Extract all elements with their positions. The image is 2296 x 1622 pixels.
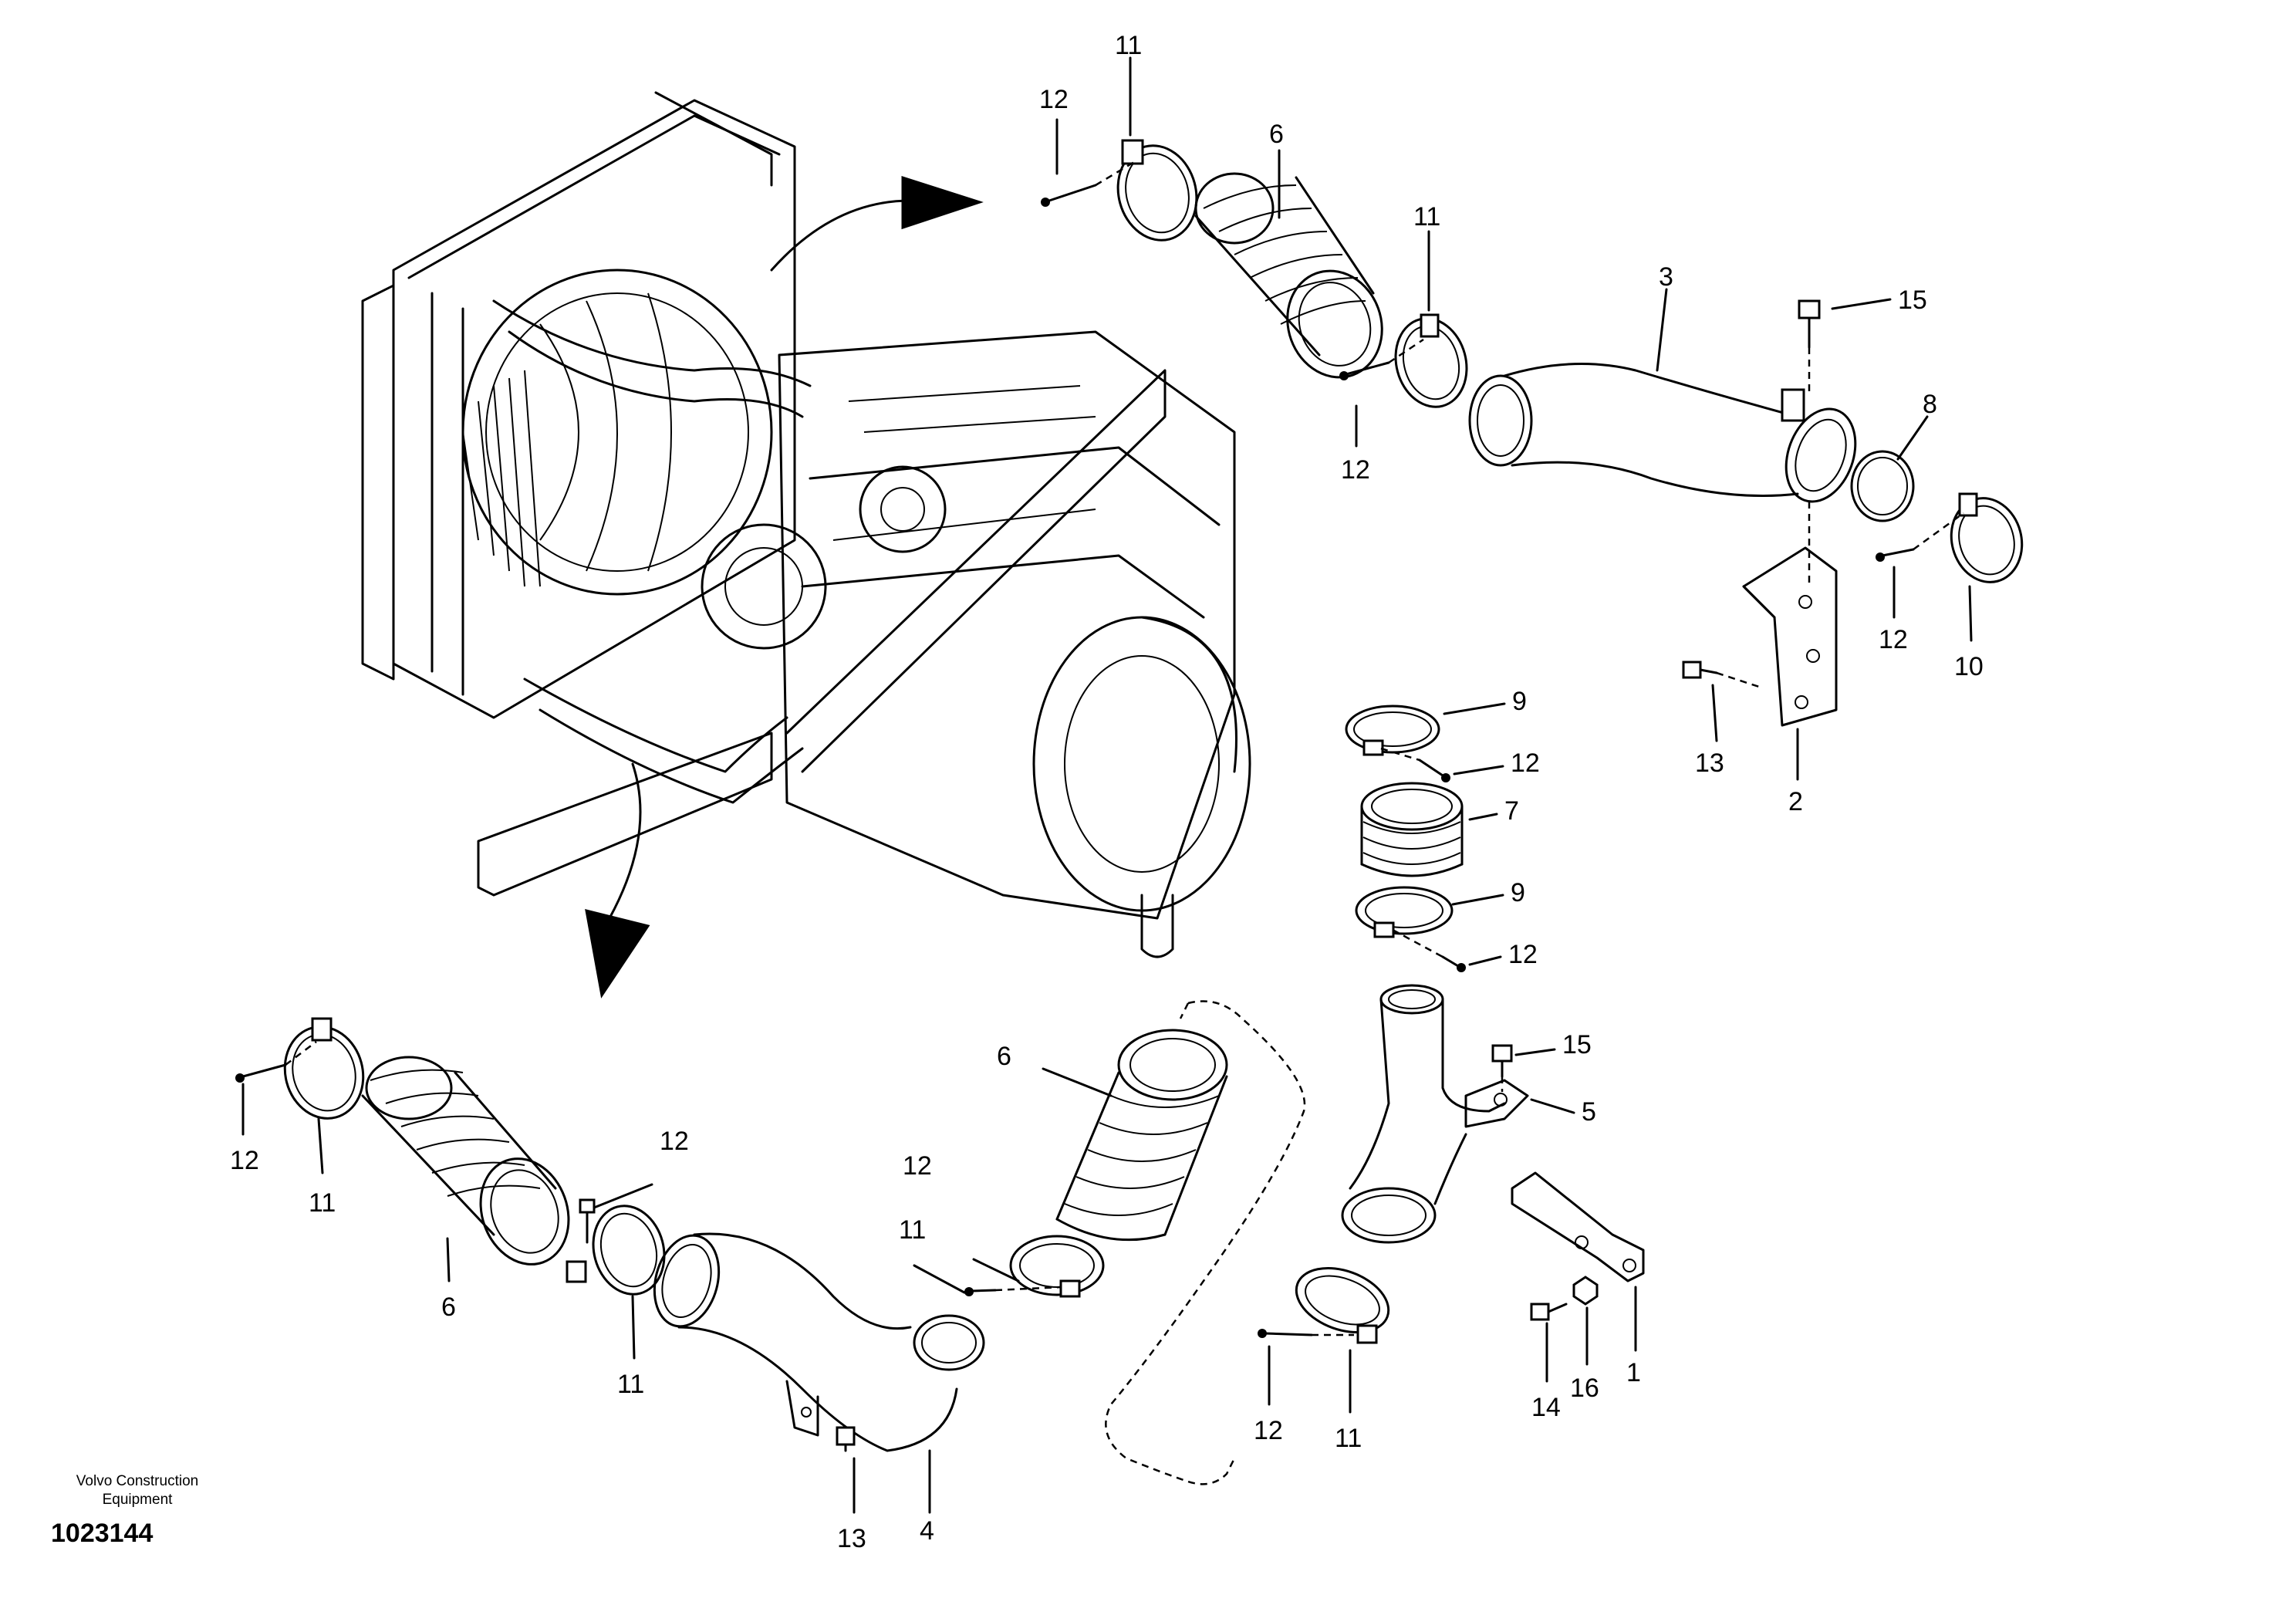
- callout-11-a: 11: [1115, 31, 1142, 60]
- publisher-credit: Volvo Construction Equipment: [45, 1472, 230, 1509]
- bolt-15-top: [1798, 299, 1821, 394]
- pipe-3: [1468, 362, 1857, 503]
- callout-11-f: 11: [1335, 1424, 1362, 1453]
- callout-15-b: 15: [1562, 1030, 1592, 1059]
- hose-6-left: [361, 1056, 570, 1265]
- callout-12-a: 12: [1039, 85, 1069, 114]
- hose-6-top: [1194, 172, 1383, 379]
- callout-13-b: 13: [837, 1524, 866, 1553]
- clamp-11-left: [283, 1017, 365, 1120]
- clamp-10: [1950, 492, 2024, 583]
- bolt-15-center: [1491, 1044, 1513, 1092]
- bolt-12-left2: [579, 1198, 596, 1244]
- pipe-4: [653, 1232, 985, 1452]
- callout-12-h: 12: [230, 1146, 259, 1175]
- bolt-12-left: [241, 1063, 287, 1078]
- bolt-12-c2: [1441, 955, 1460, 968]
- document-id: 1023144: [51, 1519, 154, 1548]
- bracket-2: [1742, 502, 1838, 727]
- callout-labels: 11 12 6 11 12 3 15 8 12 10 13 2 9 12 7 9…: [230, 31, 1984, 1553]
- bolt-12-c1: [1418, 759, 1444, 777]
- callout-9-a: 9: [1512, 687, 1527, 716]
- callout-6-c: 6: [441, 1293, 456, 1322]
- hose-7: [1360, 782, 1464, 877]
- bolt-14: [1530, 1303, 1568, 1321]
- hose-6-center: [1055, 1029, 1228, 1242]
- nut-16: [1572, 1276, 1599, 1306]
- callout-12-i: 12: [1254, 1416, 1283, 1445]
- bolt-13-left: [836, 1426, 856, 1452]
- callout-6-a: 6: [1269, 120, 1284, 149]
- bolt-11-center: [971, 1289, 997, 1293]
- callout-10: 10: [1954, 652, 1984, 681]
- clamp-11-second: [1394, 313, 1468, 408]
- callout-14: 14: [1531, 1393, 1561, 1422]
- callout-7: 7: [1504, 796, 1519, 826]
- callout-11-e: 11: [617, 1370, 644, 1399]
- credit-line-1: Volvo Construction: [76, 1473, 199, 1489]
- callout-2: 2: [1788, 787, 1803, 816]
- callout-5: 5: [1582, 1097, 1596, 1127]
- callout-13-a: 13: [1695, 748, 1724, 778]
- clamp-11-left2: [566, 1205, 666, 1296]
- clamp-11-center: [1295, 1266, 1390, 1344]
- callout-12-c: 12: [1879, 625, 1908, 654]
- callout-1: 1: [1626, 1358, 1641, 1387]
- callout-16: 16: [1570, 1374, 1599, 1403]
- callout-8: 8: [1923, 390, 1937, 419]
- callout-12-f: 12: [660, 1127, 689, 1156]
- bracket-1: [1511, 1171, 1645, 1282]
- callout-11-c: 11: [899, 1215, 926, 1245]
- bolt-13-right: [1682, 661, 1760, 688]
- leader-lines: [241, 56, 1973, 1514]
- clamp-11-top: [1116, 139, 1198, 242]
- callout-11-b: 11: [1413, 202, 1440, 231]
- callout-15-a: 15: [1898, 286, 1927, 315]
- callout-6-b: 6: [997, 1042, 1011, 1071]
- callout-12-g: 12: [903, 1151, 932, 1181]
- callout-4: 4: [920, 1516, 934, 1546]
- credit-line-2: Equipment: [102, 1492, 173, 1508]
- callout-12-e: 12: [1508, 940, 1538, 969]
- callout-12-b: 12: [1341, 455, 1370, 485]
- callout-11-d: 11: [309, 1188, 336, 1218]
- bolt-12-second: [1345, 361, 1390, 376]
- callout-3: 3: [1659, 262, 1673, 292]
- callout-12-d: 12: [1511, 748, 1540, 778]
- engine-radiator-assembly: [361, 91, 1251, 999]
- bolt-12-right: [1881, 548, 1915, 557]
- o-ring-8: [1850, 450, 1915, 522]
- callout-9-b: 9: [1511, 878, 1525, 907]
- clamp-9-upper: [1345, 705, 1440, 756]
- clamp-9-lower: [1355, 886, 1454, 938]
- pipe-5: [1341, 984, 1529, 1244]
- bolt-12-top: [1048, 184, 1097, 202]
- bolt-12-cl: [1264, 1332, 1313, 1336]
